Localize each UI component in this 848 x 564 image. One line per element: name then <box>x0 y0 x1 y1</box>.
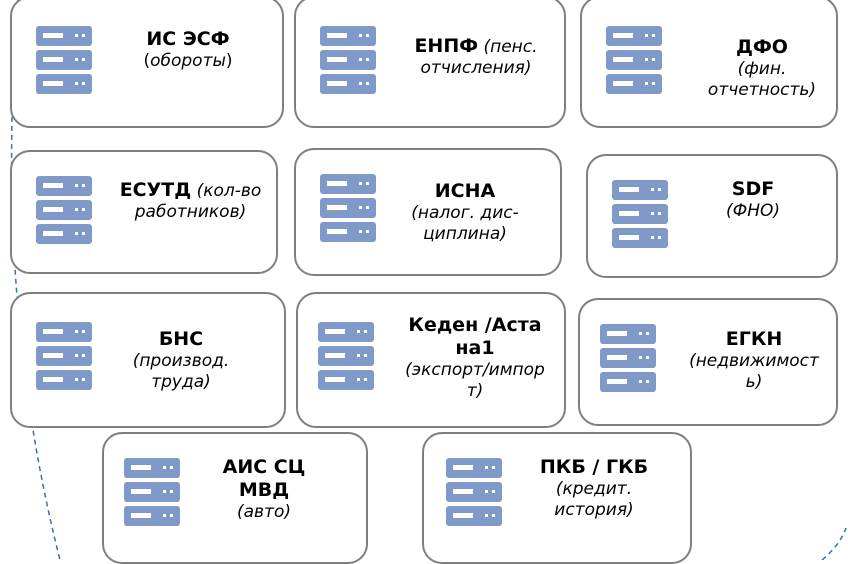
card-isna[interactable]: ИСНА (налог. дис-циплина) <box>294 148 562 276</box>
server-icon <box>36 176 92 244</box>
card-title: SDF <box>731 178 775 200</box>
card-text: SDF (ФНО) <box>698 178 808 222</box>
server-icon <box>318 322 374 390</box>
card-title: ДФО <box>736 36 788 58</box>
card-title: АИС СЦ МВД <box>222 456 306 501</box>
card-keden[interactable]: Кеден /Астана1 (экспорт/импорт) <box>296 292 566 428</box>
card-desc: (недвижимость) <box>689 351 819 392</box>
server-icon <box>124 458 180 526</box>
card-desc: (ФНО) <box>725 201 781 221</box>
card-bns[interactable]: БНС (производ. труда) <box>10 292 286 428</box>
card-desc: (экспорт/импорт) <box>405 360 545 401</box>
server-icon <box>446 458 502 526</box>
card-text: Кеден /Астана1 (экспорт/импорт) <box>402 314 548 402</box>
card-text: БНС (производ. труда) <box>116 328 246 393</box>
card-desc: (производ. труда) <box>132 351 230 392</box>
card-sdf[interactable]: SDF (ФНО) <box>586 154 838 278</box>
card-title: БНС <box>158 328 204 350</box>
card-title: ЕСУТД <box>119 179 192 201</box>
card-desc: (кол-во работников) <box>134 181 262 222</box>
card-desc: (налог. дис-циплина) <box>411 203 519 244</box>
card-dfo[interactable]: ДФО (фин. отчетность) <box>580 0 838 128</box>
card-text: ИС ЭСФ (обороты) <box>108 28 268 72</box>
card-pkb-gkb[interactable]: ПКБ / ГКБ (кредит. история) <box>422 432 692 564</box>
card-title: ПКБ / ГКБ <box>539 456 649 478</box>
server-icon <box>606 26 662 94</box>
card-title: ИС ЭСФ <box>146 28 230 50</box>
server-icon <box>36 26 92 94</box>
server-icon <box>36 322 92 390</box>
card-title: ЕНПФ <box>414 35 479 57</box>
card-text: ЕСУТД (кол-во работников) <box>108 180 273 223</box>
card-title: ЕГКН <box>725 328 783 350</box>
card-egkn[interactable]: ЕГКН (недвижимость) <box>578 298 838 426</box>
card-text: АИС СЦ МВД (авто) <box>214 456 314 523</box>
server-icon <box>600 324 656 392</box>
card-enpf[interactable]: ЕНПФ (пенс. отчисления) <box>294 0 566 128</box>
card-desc: (обороты) <box>143 51 233 71</box>
card-is-esf[interactable]: ИС ЭСФ (обороты) <box>10 0 284 128</box>
card-desc: (фин. отчетность) <box>707 59 817 100</box>
server-icon <box>320 174 376 242</box>
card-text: ЕГКН (недвижимость) <box>686 328 822 393</box>
card-text: ЕНПФ (пенс. отчисления) <box>396 36 556 79</box>
card-desc: (пенс. отчисления) <box>420 37 538 78</box>
card-esutd[interactable]: ЕСУТД (кол-во работников) <box>10 150 278 274</box>
card-desc: (авто) <box>236 502 291 522</box>
card-title: ИСНА <box>434 180 496 202</box>
card-text: ИСНА (налог. дис-циплина) <box>400 180 530 245</box>
card-text: ДФО (фин. отчетность) <box>692 36 832 101</box>
server-icon <box>612 180 668 248</box>
card-title: Кеден /Астана1 <box>408 314 542 359</box>
card-text: ПКБ / ГКБ (кредит. история) <box>524 456 664 521</box>
card-ais-sc-mvd[interactable]: АИС СЦ МВД (авто) <box>102 432 368 564</box>
card-desc: (кредит. история) <box>554 479 634 520</box>
server-icon <box>320 26 376 94</box>
